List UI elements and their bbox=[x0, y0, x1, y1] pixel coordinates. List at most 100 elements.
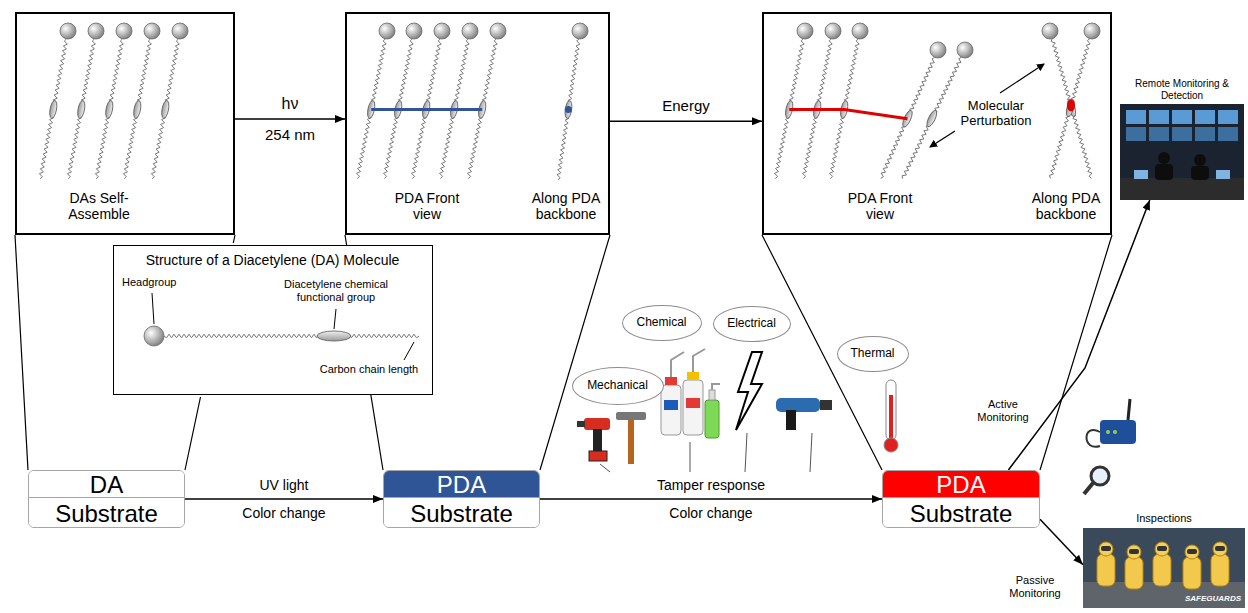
substrate-layer: Substrate bbox=[883, 500, 1039, 527]
stimulus-line bbox=[600, 464, 610, 472]
leader-line bbox=[152, 293, 154, 324]
arrow-connector bbox=[235, 118, 345, 120]
edge-label: Tamper response bbox=[641, 477, 781, 493]
stimulus-line bbox=[600, 433, 812, 472]
panel-caption: Along PDA backbone bbox=[1024, 190, 1108, 222]
leader-line bbox=[334, 309, 336, 329]
edge-label: hν bbox=[250, 95, 330, 113]
drill-icon bbox=[577, 418, 610, 461]
stimulus-line bbox=[690, 442, 691, 472]
inspection-image bbox=[1101, 546, 1111, 551]
inspection-image bbox=[1129, 549, 1139, 554]
chemical-bottles-icon bbox=[661, 349, 720, 438]
diacetylene-group bbox=[48, 100, 58, 119]
heat-gun-icon bbox=[786, 410, 796, 430]
control-room-image bbox=[1120, 178, 1244, 200]
inspection-image bbox=[1083, 528, 1245, 608]
inset-title: Structure of a Diacetylene (DA) Molecule bbox=[114, 252, 431, 268]
headgroup-ball bbox=[144, 326, 164, 346]
polymer-backbone bbox=[789, 109, 907, 118]
arrow-note: Color change bbox=[229, 505, 339, 521]
control-room-image bbox=[1172, 110, 1192, 124]
drill-icon bbox=[584, 418, 610, 430]
leader-line bbox=[930, 64, 1044, 147]
arrow-connector bbox=[1008, 200, 1149, 470]
polymer-backbone bbox=[565, 106, 572, 113]
panel-caption: PDA Front view bbox=[385, 190, 469, 222]
thermometer-icon bbox=[884, 380, 898, 452]
diacetylene-group bbox=[925, 109, 939, 128]
inspection-image bbox=[1211, 554, 1229, 586]
carbon-chain bbox=[1049, 39, 1090, 179]
router-icon bbox=[1113, 430, 1117, 434]
diacetylene-group bbox=[160, 100, 170, 119]
control-room-image bbox=[1149, 127, 1169, 141]
carbon-chain bbox=[67, 39, 95, 179]
router-icon bbox=[1100, 420, 1136, 444]
hammer-icon bbox=[616, 412, 646, 464]
diacetylene-group bbox=[76, 100, 86, 119]
inspection-image bbox=[1153, 554, 1171, 586]
control-room-image bbox=[1155, 164, 1173, 180]
inspection-image bbox=[1125, 557, 1143, 589]
control-room-image bbox=[1194, 154, 1206, 166]
heat-gun-icon bbox=[776, 398, 832, 430]
substrate-layer: DA bbox=[29, 471, 184, 498]
inspection-image bbox=[1185, 545, 1199, 559]
headgroup-ball bbox=[462, 23, 478, 39]
stimulus-bubble: Electrical bbox=[713, 306, 790, 342]
arrow-note: Color change bbox=[656, 505, 766, 521]
stimulus-bubble: Mechanical bbox=[572, 367, 665, 405]
polymer-backbone bbox=[371, 108, 482, 111]
control-room-image bbox=[1218, 127, 1238, 141]
control-room-image bbox=[1172, 127, 1192, 141]
headgroup-ball bbox=[144, 23, 160, 39]
stimulus-line bbox=[745, 433, 747, 472]
headgroup-ball bbox=[490, 23, 506, 39]
molecule-panel: PDA Front view Along PDA backbone bbox=[345, 12, 610, 235]
chemical-bottles-icon bbox=[664, 400, 678, 410]
headgroup-ball bbox=[957, 42, 973, 58]
edge-label: Passive Monitoring bbox=[1003, 574, 1067, 599]
headgroup-ball bbox=[825, 23, 841, 39]
inspection-image bbox=[1097, 554, 1115, 586]
lightning-icon bbox=[736, 352, 762, 430]
drill-icon bbox=[593, 429, 602, 452]
headgroup-ball bbox=[88, 23, 104, 39]
watermark: SAFEGUARDS bbox=[1171, 594, 1241, 603]
headgroup-ball bbox=[797, 23, 813, 39]
inspection-image bbox=[1215, 546, 1225, 551]
substrate-layer: Substrate bbox=[29, 500, 184, 527]
arrow-connector bbox=[610, 121, 762, 123]
control-room-image bbox=[1216, 170, 1230, 179]
magnifier-icon bbox=[1091, 467, 1109, 485]
drill-icon bbox=[589, 451, 607, 461]
inspection-image bbox=[1183, 557, 1201, 589]
chemical-bottles-icon bbox=[712, 384, 720, 390]
carbon-chain bbox=[902, 57, 961, 179]
control-room-image bbox=[1126, 127, 1146, 141]
monitoring-image: InspectionsSAFEGUARDS bbox=[1083, 512, 1245, 608]
headgroup-ball bbox=[434, 23, 450, 39]
control-room-image bbox=[1120, 104, 1244, 200]
stimulus-label: Chemical bbox=[636, 316, 686, 330]
substrate-box: DASubstrate bbox=[28, 470, 185, 528]
stimulus-label: Electrical bbox=[727, 317, 776, 331]
panel-caption: Along PDA backbone bbox=[525, 190, 607, 222]
stimulus-bubble: Thermal bbox=[837, 336, 908, 372]
chemical-bottles-icon bbox=[686, 398, 700, 408]
chemical-bottles-icon bbox=[709, 390, 715, 400]
inspection-image bbox=[1213, 542, 1227, 556]
arrow-connector bbox=[185, 498, 383, 500]
molecule-drawing bbox=[39, 23, 1100, 180]
control-room-image bbox=[1191, 166, 1209, 180]
control-room-image bbox=[1126, 110, 1146, 124]
leader-line bbox=[1000, 64, 1044, 93]
carbon-chain bbox=[881, 57, 935, 178]
edge-label: Active Monitoring bbox=[972, 398, 1034, 423]
headgroup-ball bbox=[1084, 23, 1100, 39]
headgroup-ball bbox=[379, 23, 395, 39]
headgroup-ball bbox=[930, 42, 946, 58]
